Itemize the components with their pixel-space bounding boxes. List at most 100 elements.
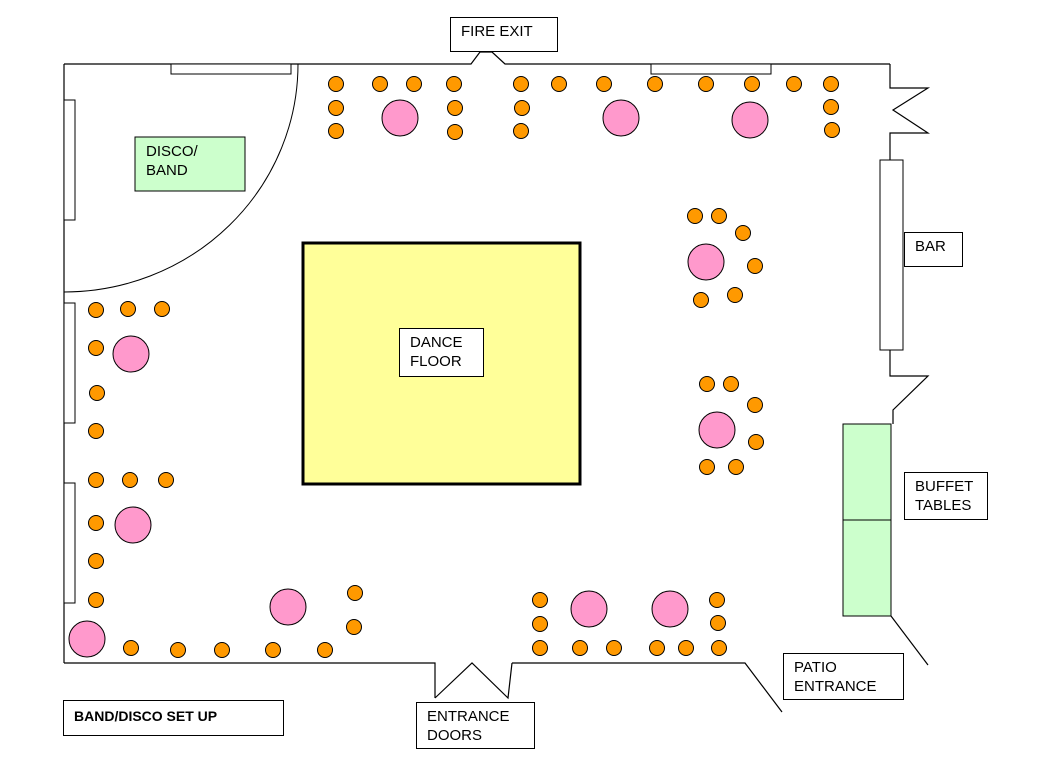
window bbox=[63, 482, 76, 604]
chair bbox=[647, 76, 663, 92]
buffet-table bbox=[842, 519, 892, 617]
chair bbox=[154, 301, 170, 317]
chair bbox=[214, 642, 230, 658]
chair bbox=[88, 515, 104, 531]
disco-band-area bbox=[134, 136, 246, 192]
chair bbox=[572, 640, 588, 656]
chair bbox=[711, 208, 727, 224]
round-table bbox=[698, 411, 736, 449]
entrance-doors-label: ENTRANCE DOORS bbox=[416, 702, 535, 749]
chair bbox=[824, 122, 840, 138]
dance-floor-label: DANCE FLOOR bbox=[399, 328, 484, 377]
chair bbox=[747, 258, 763, 274]
round-table bbox=[381, 99, 419, 137]
chair bbox=[698, 76, 714, 92]
chair bbox=[709, 592, 725, 608]
south-wall-east bbox=[512, 662, 783, 713]
tables bbox=[68, 99, 769, 658]
chair bbox=[346, 619, 362, 635]
round-table bbox=[114, 506, 152, 544]
chair bbox=[317, 642, 333, 658]
chair bbox=[723, 376, 739, 392]
chair bbox=[158, 472, 174, 488]
chair bbox=[447, 100, 463, 116]
chair bbox=[347, 585, 363, 601]
chair bbox=[748, 434, 764, 450]
chair bbox=[687, 208, 703, 224]
window bbox=[63, 302, 76, 424]
window bbox=[63, 99, 76, 221]
disco-band-label: DISCO/ BAND bbox=[146, 143, 198, 179]
round-table bbox=[68, 620, 106, 658]
window bbox=[170, 63, 292, 75]
chair bbox=[823, 99, 839, 115]
chair bbox=[728, 459, 744, 475]
fire-exit-label: FIRE EXIT bbox=[450, 17, 558, 52]
chair bbox=[120, 301, 136, 317]
round-table bbox=[651, 590, 689, 628]
buffet-tables-label: BUFFET TABLES bbox=[904, 472, 988, 520]
east-wall-top bbox=[889, 64, 931, 160]
chair bbox=[123, 640, 139, 656]
chair bbox=[514, 100, 530, 116]
chair bbox=[744, 76, 760, 92]
chair bbox=[823, 76, 839, 92]
bar-counter bbox=[879, 159, 904, 351]
bar-label: BAR bbox=[904, 232, 963, 267]
chair bbox=[265, 642, 281, 658]
chair bbox=[606, 640, 622, 656]
entrance-door bbox=[434, 662, 513, 700]
chair bbox=[699, 459, 715, 475]
patio-wall bbox=[890, 615, 929, 666]
patio-entrance-label: PATIO ENTRANCE bbox=[783, 653, 904, 700]
window bbox=[650, 63, 772, 75]
chair bbox=[532, 616, 548, 632]
round-table bbox=[731, 101, 769, 139]
south-wall-west bbox=[64, 662, 436, 698]
chair bbox=[88, 340, 104, 356]
chair bbox=[446, 76, 462, 92]
chair bbox=[328, 123, 344, 139]
chair bbox=[88, 302, 104, 318]
band-area-arc bbox=[63, 63, 299, 293]
chair bbox=[711, 640, 727, 656]
chair bbox=[747, 397, 763, 413]
chair bbox=[551, 76, 567, 92]
chair bbox=[513, 76, 529, 92]
round-table bbox=[687, 243, 725, 281]
chair bbox=[678, 640, 694, 656]
chair bbox=[328, 100, 344, 116]
chair bbox=[532, 640, 548, 656]
chair bbox=[735, 225, 751, 241]
chair bbox=[88, 472, 104, 488]
chair bbox=[170, 642, 186, 658]
round-table bbox=[570, 590, 608, 628]
setup-title: BAND/DISCO SET UP bbox=[63, 700, 284, 736]
chair bbox=[532, 592, 548, 608]
chair bbox=[88, 423, 104, 439]
chair bbox=[710, 615, 726, 631]
buffet-table bbox=[842, 423, 892, 521]
round-table bbox=[602, 99, 640, 137]
chair bbox=[122, 472, 138, 488]
chair bbox=[693, 292, 709, 308]
chair bbox=[699, 376, 715, 392]
chair bbox=[786, 76, 802, 92]
windows bbox=[63, 63, 772, 604]
chair bbox=[406, 76, 422, 92]
round-table bbox=[112, 335, 150, 373]
chair bbox=[649, 640, 665, 656]
chair bbox=[328, 76, 344, 92]
chairs bbox=[88, 76, 840, 658]
chair bbox=[89, 385, 105, 401]
chair bbox=[596, 76, 612, 92]
east-wall-mid bbox=[889, 350, 930, 424]
chair bbox=[372, 76, 388, 92]
chair bbox=[513, 123, 529, 139]
chair bbox=[727, 287, 743, 303]
round-table bbox=[269, 588, 307, 626]
chair bbox=[447, 124, 463, 140]
north-wall bbox=[64, 51, 890, 65]
chair bbox=[88, 553, 104, 569]
